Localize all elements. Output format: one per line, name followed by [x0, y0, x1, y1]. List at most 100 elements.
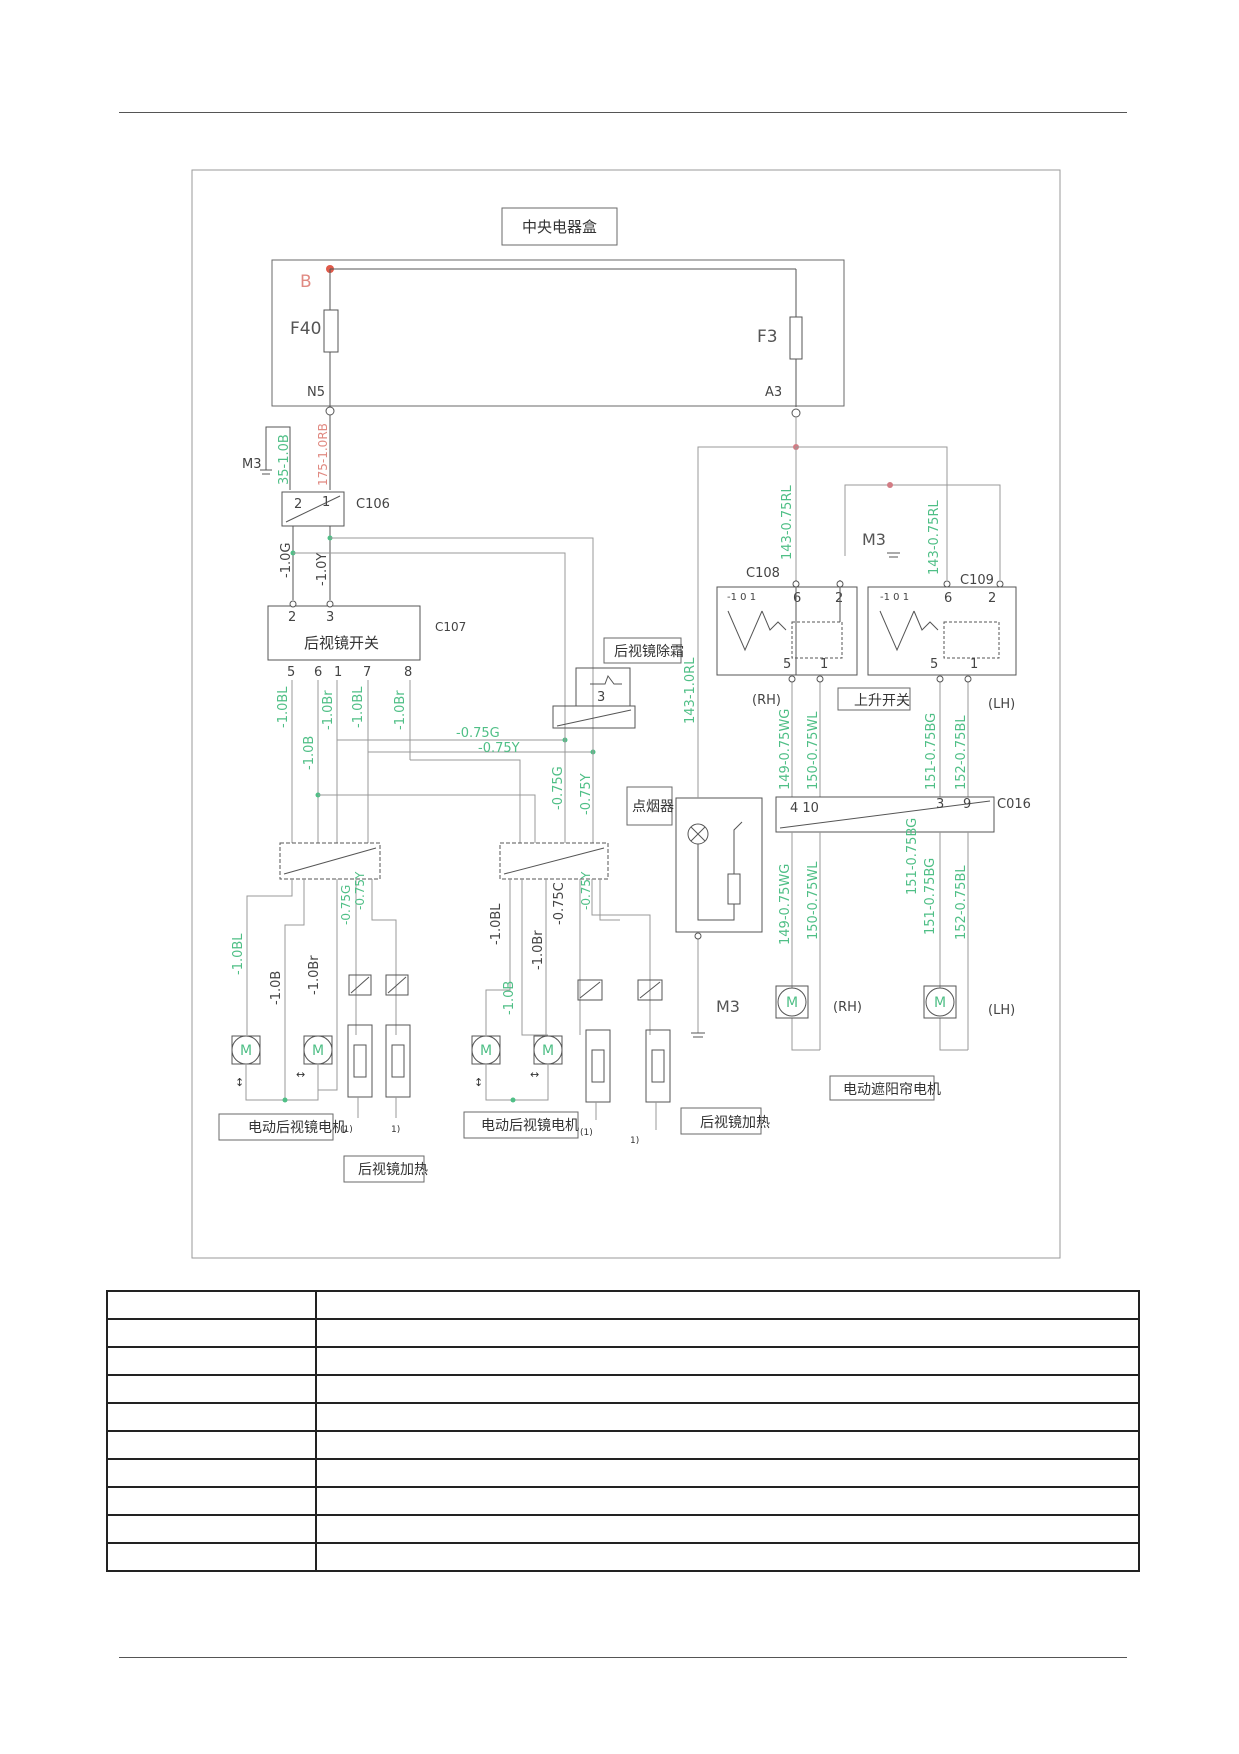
fuse-f3-label: F3 — [757, 327, 778, 347]
c016-label: C016 — [997, 797, 1031, 812]
svg-text:-1.0BL: -1.0BL — [351, 686, 366, 728]
svg-text:5: 5 — [287, 665, 295, 680]
switch-c108 — [716, 586, 858, 676]
svg-text:(1): (1) — [340, 1125, 353, 1135]
lh-motor-label: (LH) — [988, 1003, 1015, 1018]
diagram-frame — [191, 169, 1061, 1259]
mirror-motor-label-frame-left — [218, 1113, 334, 1141]
table-cell-key — [106, 1430, 317, 1460]
svg-text:-0.75C: -0.75C — [552, 882, 567, 925]
svg-text:3: 3 — [326, 610, 334, 625]
table-row — [106, 1486, 1140, 1516]
sunshade-motor-lh — [925, 987, 955, 1017]
central-box — [271, 259, 845, 407]
svg-text:1: 1 — [970, 657, 978, 672]
svg-text:9: 9 — [963, 797, 971, 812]
c106-label: C106 — [356, 497, 390, 512]
m3-top-label: M3 — [242, 457, 262, 472]
wire-075g-label: -0.75G — [456, 726, 500, 741]
defrost-label: 后视镜除霜 — [614, 644, 684, 660]
right-mirror-connector — [499, 842, 609, 880]
svg-text:-1.0BL: -1.0BL — [231, 933, 246, 975]
svg-text:-1 0 1: -1 0 1 — [880, 592, 909, 603]
fuse-f3 — [789, 316, 803, 360]
table-cell-key — [106, 1514, 317, 1544]
table-cell-key — [106, 1374, 317, 1404]
table-cell-value — [315, 1318, 1140, 1348]
svg-text:6: 6 — [793, 591, 801, 606]
central-box-label-frame — [501, 207, 618, 246]
svg-text:-0.75Y: -0.75Y — [579, 871, 593, 910]
heater-right-2 — [645, 1029, 671, 1103]
mirror-heat-label-frame-right — [680, 1107, 762, 1135]
svg-text:149-0.75WG: 149-0.75WG — [778, 709, 793, 790]
table-cell-value — [315, 1346, 1140, 1376]
svg-text:M: M — [240, 1043, 252, 1059]
table-row — [106, 1318, 1140, 1348]
svg-text:1): 1) — [630, 1136, 639, 1146]
svg-text:M: M — [480, 1043, 492, 1059]
c108-label: C108 — [746, 566, 780, 581]
cigar-lighter — [675, 797, 763, 933]
table-cell-key — [106, 1458, 317, 1488]
svg-text:-1 0 1: -1 0 1 — [727, 592, 756, 603]
wire-075y-label: -0.75Y — [478, 741, 520, 756]
defrost-label-frame — [603, 637, 682, 664]
svg-text:-1.0Br: -1.0Br — [531, 930, 546, 970]
mirror-motor-label-frame-right — [463, 1111, 579, 1139]
table-row — [106, 1290, 1140, 1320]
mirror-heat-label-right: 后视镜加热 — [700, 1115, 770, 1131]
table-row — [106, 1542, 1140, 1572]
svg-text:1: 1 — [334, 665, 342, 680]
table-cell-value — [315, 1430, 1140, 1460]
svg-text:(1): (1) — [580, 1128, 593, 1138]
svg-text:-0.75G: -0.75G — [339, 885, 353, 925]
svg-text:150-0.75WL: 150-0.75WL — [806, 861, 821, 940]
svg-text:149-0.75WG: 149-0.75WG — [778, 864, 793, 945]
svg-text:2: 2 — [988, 591, 996, 606]
table-cell-value — [315, 1290, 1140, 1320]
svg-text:↕: ↕ — [474, 1076, 483, 1089]
n5-label: N5 — [307, 385, 325, 400]
svg-text:-1.0B: -1.0B — [302, 736, 317, 770]
c109-label: C109 — [960, 573, 994, 588]
svg-text:-1.0Br: -1.0Br — [393, 690, 408, 730]
mirror-heat-label-frame-left — [343, 1155, 425, 1183]
table-cell-key — [106, 1318, 317, 1348]
heater-left-2 — [385, 1024, 411, 1098]
cigar-label: 点烟器 — [632, 799, 674, 815]
svg-text:1): 1) — [391, 1125, 400, 1135]
svg-text:2: 2 — [835, 591, 843, 606]
svg-text:-1.0BL: -1.0BL — [489, 903, 504, 945]
svg-text:-0.75Y: -0.75Y — [353, 871, 367, 910]
table-cell-key — [106, 1346, 317, 1376]
fuse-f40-label: F40 — [290, 319, 321, 339]
svg-text:8: 8 — [404, 665, 412, 680]
svg-text:6: 6 — [944, 591, 952, 606]
svg-text:151-0.75BG: 151-0.75BG — [924, 713, 939, 790]
svg-text:6: 6 — [314, 665, 322, 680]
defrost-connector — [552, 705, 636, 729]
battery-label: B — [300, 272, 312, 292]
rh-motor-label: (RH) — [833, 1000, 862, 1015]
svg-text:↕: ↕ — [235, 1076, 244, 1089]
svg-text:151-0.75BG: 151-0.75BG — [923, 858, 938, 935]
left-mirror-connector — [279, 842, 381, 880]
svg-text:150-0.75WL: 150-0.75WL — [806, 711, 821, 790]
wire-10y-label: -1.0Y — [315, 553, 330, 586]
table-cell-value — [315, 1402, 1140, 1432]
top-rule — [119, 112, 1127, 113]
up-switch-label: 上升开关 — [854, 693, 910, 709]
svg-text:2: 2 — [288, 610, 296, 625]
wire-143-10rl-label: 143-1.0RL — [683, 657, 698, 724]
svg-text:-0.75Y: -0.75Y — [579, 773, 594, 815]
svg-text:3: 3 — [936, 797, 944, 812]
svg-text:3: 3 — [597, 690, 605, 705]
svg-text:-1.0Br: -1.0Br — [307, 955, 322, 995]
table-cell-key — [106, 1402, 317, 1432]
c107-label: C107 — [435, 620, 466, 634]
svg-text:1: 1 — [322, 495, 330, 510]
svg-text:↔: ↔ — [530, 1068, 539, 1081]
table-cell-key — [106, 1486, 317, 1516]
table-cell-key — [106, 1290, 317, 1320]
